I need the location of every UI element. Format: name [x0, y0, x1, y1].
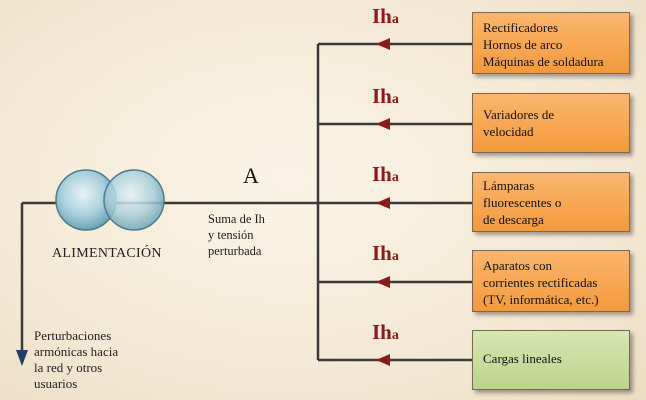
load-box-discharge-lamps: Lámparas fluorescentes o de descarga	[472, 172, 630, 232]
network-note-line-3: la red y otros	[34, 360, 103, 375]
load-box-rectifiers: Rectificadores Hornos de arco Máquinas d…	[472, 12, 630, 74]
current-arrow-icon-4	[376, 276, 390, 288]
current-arrow-icon-3	[376, 197, 390, 209]
current-label-sub: a	[391, 249, 399, 264]
load-box-line: Aparatos con	[483, 258, 552, 273]
current-label-main: Ih	[372, 4, 392, 28]
load-box-line: Hornos de arco	[483, 37, 563, 52]
current-label-main: Ih	[372, 320, 392, 344]
load-box-line: (TV, informática, etc.)	[483, 292, 599, 307]
network-note-line-4: usuarios	[34, 376, 78, 391]
current-label-5: Iha	[372, 320, 399, 345]
load-box-line: fluorescentes o	[483, 195, 562, 210]
current-label-sub: a	[391, 92, 399, 107]
load-box-line: velocidad	[483, 124, 534, 139]
current-label-2: Iha	[372, 84, 399, 109]
current-label-1: Iha	[372, 4, 399, 29]
current-label-main: Ih	[372, 84, 392, 108]
load-box-line: corrientes rectificadas	[483, 275, 598, 290]
point-a-note-line-3: perturbada	[208, 244, 262, 258]
network-note-line-1: Perturbaciones	[34, 328, 112, 343]
load-box-line: Cargas lineales	[483, 351, 562, 366]
load-box-linear-loads: Cargas lineales	[472, 330, 630, 390]
load-box-speed-drives: Variadores de velocidad	[472, 93, 630, 153]
load-box-line: Máquinas de soldadura	[483, 54, 604, 69]
current-label-main: Ih	[372, 241, 392, 265]
point-a-label: A	[243, 163, 259, 188]
load-box-line: Rectificadores	[483, 20, 559, 35]
current-label-sub: a	[391, 170, 399, 185]
current-label-4: Iha	[372, 241, 399, 266]
point-a-note: Suma de Ih y tensión perturbada	[208, 211, 265, 259]
point-a-note-line-2: y tensión	[208, 228, 254, 242]
network-arrow-icon	[16, 350, 28, 366]
load-box-line: Variadores de	[483, 107, 555, 122]
network-note-line-2: armónicas hacia	[34, 344, 119, 359]
current-label-sub: a	[391, 12, 399, 27]
load-box-line: de descarga	[483, 212, 544, 227]
transformer-icon	[55, 169, 165, 231]
supply-label: ALIMENTACIÓN	[52, 246, 162, 261]
point-a-note-line-1: Suma de Ih	[208, 212, 265, 226]
current-arrow-icon-5	[376, 354, 390, 366]
load-box-rectified-appliances: Aparatos con corrientes rectificadas (TV…	[472, 250, 630, 312]
current-label-3: Iha	[372, 162, 399, 187]
current-label-sub: a	[391, 328, 399, 343]
current-arrow-icon-1	[376, 38, 390, 50]
network-note: Perturbaciones armónicas hacia la red y …	[34, 328, 118, 392]
current-label-main: Ih	[372, 162, 392, 186]
load-box-line: Lámparas	[483, 178, 535, 193]
current-arrow-icon-2	[376, 118, 390, 130]
